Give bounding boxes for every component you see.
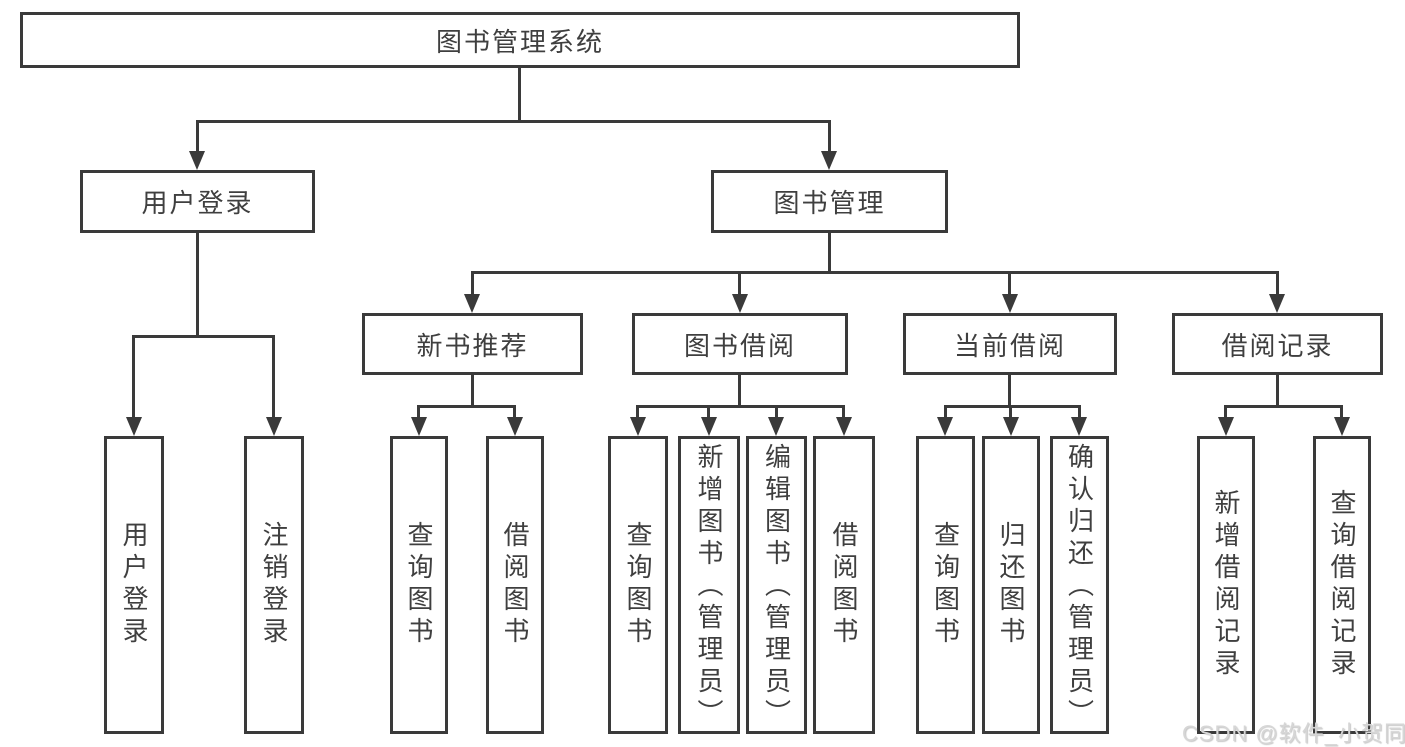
connector-current-hbar: [944, 405, 1081, 408]
connector-drop: [513, 405, 516, 419]
connector-drop-borrow: [738, 271, 741, 296]
connector-login-hbar: [132, 335, 275, 338]
connector-borrow-hbar: [636, 405, 845, 408]
connector-root-stem: [518, 68, 521, 122]
arrowhead-down-icon: [732, 294, 748, 313]
connector-drop-manage: [828, 120, 831, 155]
arrowhead-down-icon: [507, 417, 523, 436]
node-current: 当前借阅: [903, 313, 1117, 375]
arrowhead-down-icon: [1269, 294, 1285, 313]
leaf-borrow-add: 新增图书（管理员）: [678, 436, 740, 734]
leaf-borrow-edit: 编辑图书（管理员）: [746, 436, 807, 734]
arrowhead-down-icon: [126, 417, 142, 436]
arrowhead-down-icon: [630, 417, 646, 436]
connector-drop-login-user: [132, 335, 135, 419]
arrowhead-down-icon: [1071, 417, 1087, 436]
connector-drop: [1340, 405, 1343, 419]
connector-manage-hbar: [471, 271, 1279, 274]
connector-record-stem: [1276, 375, 1279, 407]
arrowhead-down-icon: [768, 417, 784, 436]
connector-drop-login-logout: [272, 335, 275, 419]
connector-recommend-hbar: [417, 405, 516, 408]
arrowhead-down-icon: [189, 151, 205, 170]
leaf-borrow-do: 借阅图书: [813, 436, 875, 734]
connector-login-stem: [196, 233, 199, 337]
leaf-user-login: 用户登录: [104, 436, 164, 734]
csdn-watermark: CSDN @软件_小贺同学: [1182, 721, 1405, 746]
node-record: 借阅记录: [1172, 313, 1383, 375]
node-user-login: 用户登录: [80, 170, 315, 233]
leaf-record-query: 查询借阅记录: [1313, 436, 1371, 734]
connector-drop-current: [1008, 271, 1011, 296]
arrowhead-down-icon: [1003, 417, 1019, 436]
connector-drop: [1078, 405, 1081, 419]
arrowhead-down-icon: [266, 417, 282, 436]
arrowhead-down-icon: [411, 417, 427, 436]
connector-drop-recommend: [471, 271, 474, 296]
connector-current-stem: [1008, 375, 1011, 407]
arrowhead-down-icon: [1218, 417, 1234, 436]
arrowhead-down-icon: [937, 417, 953, 436]
connector-borrow-stem: [738, 375, 741, 407]
connector-manage-stem: [828, 233, 831, 274]
arrowhead-down-icon: [1334, 417, 1350, 436]
connector-drop: [1009, 405, 1012, 419]
arrowhead-down-icon: [701, 417, 717, 436]
node-recommend: 新书推荐: [362, 313, 583, 375]
arrowhead-down-icon: [821, 151, 837, 170]
leaf-recommend-borrow: 借阅图书: [486, 436, 544, 734]
arrowhead-down-icon: [1002, 294, 1018, 313]
leaf-borrow-query: 查询图书: [608, 436, 668, 734]
leaf-current-return: 归还图书: [982, 436, 1040, 734]
arrowhead-down-icon: [836, 417, 852, 436]
connector-drop-record: [1276, 271, 1279, 296]
node-borrow: 图书借阅: [632, 313, 848, 375]
connector-drop: [417, 405, 420, 419]
connector-record-hbar: [1224, 405, 1343, 408]
leaf-record-add: 新增借阅记录: [1197, 436, 1255, 734]
connector-drop: [1224, 405, 1227, 419]
leaf-current-confirm: 确认归还（管理员）: [1050, 436, 1109, 734]
connector-drop: [944, 405, 947, 419]
node-root: 图书管理系统: [20, 12, 1020, 68]
arrowhead-down-icon: [464, 294, 480, 313]
leaf-current-query: 查询图书: [916, 436, 975, 734]
connector-drop: [775, 405, 778, 419]
connector-drop-login: [196, 120, 199, 155]
leaf-logout: 注销登录: [244, 436, 304, 734]
connector-drop: [707, 405, 710, 419]
node-book-manage: 图书管理: [711, 170, 948, 233]
connector-l1-hbar: [196, 120, 831, 123]
connector-drop: [636, 405, 639, 419]
connector-recommend-stem: [471, 375, 474, 407]
connector-drop: [842, 405, 845, 419]
leaf-recommend-query: 查询图书: [390, 436, 448, 734]
